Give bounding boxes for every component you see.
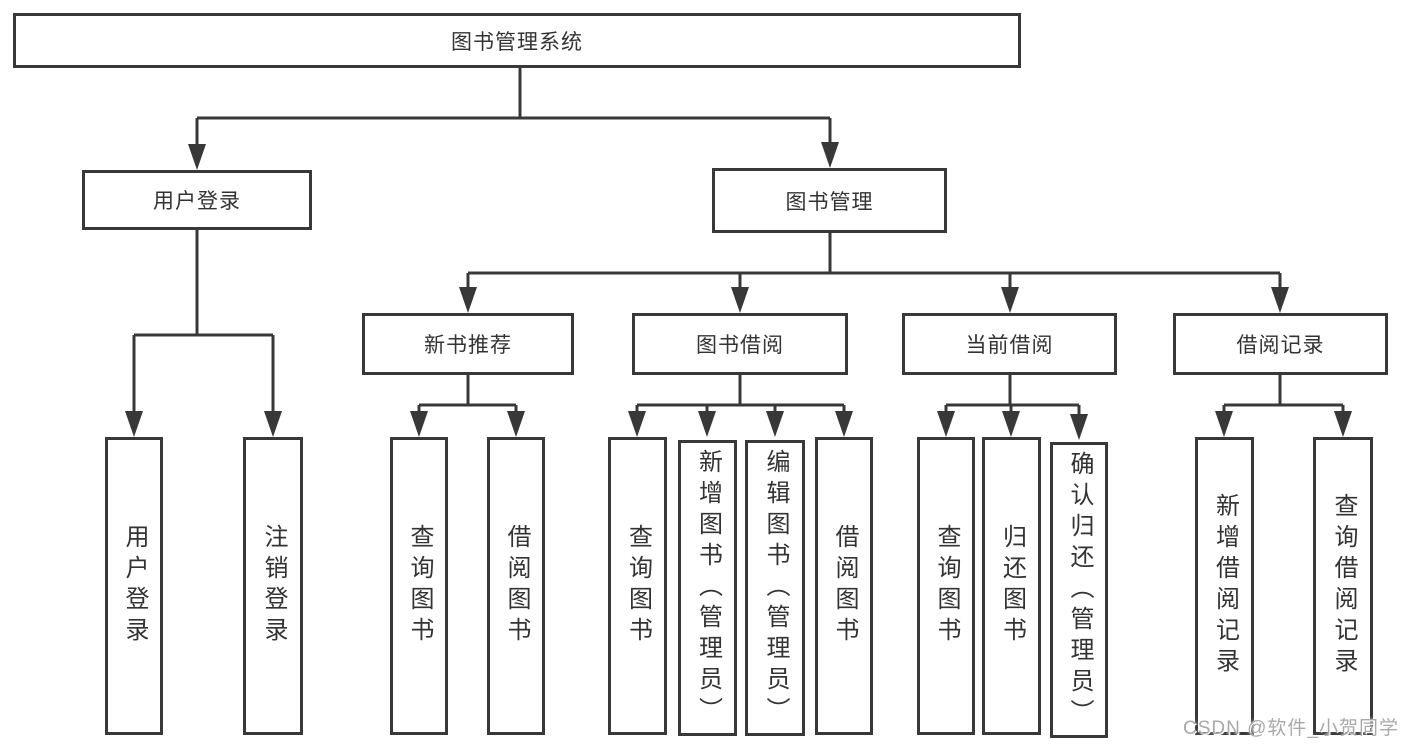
leaf-add-borrow-record: 新增借阅记录	[1195, 437, 1254, 735]
node-library-system-label: 图书管理系统	[451, 30, 583, 54]
leaf-add-book-admin-label: 新增图书（管理员）	[694, 448, 722, 728]
csdn-watermark: CSDN @软件_小贺同学	[1183, 718, 1399, 739]
leaf-add-book-admin: 新增图书（管理员）	[678, 440, 737, 736]
leaf-add-borrow-record-label: 新增借阅记录	[1211, 493, 1239, 679]
node-book-management-label: 图书管理	[785, 190, 874, 214]
node-new-book-recommend-label: 新书推荐	[424, 334, 512, 357]
leaf-borrow-books-recommend: 借阅图书	[487, 437, 545, 735]
leaf-query-books-recommend-label: 查询图书	[406, 524, 433, 648]
leaf-confirm-return-admin: 确认归还（管理员）	[1050, 442, 1108, 738]
connector-new-book-children	[410, 375, 525, 437]
connector-book-borrow-children	[628, 375, 853, 437]
leaf-borrow-books-label: 借阅图书	[831, 524, 858, 648]
connector-book-mgmt-children	[459, 233, 1289, 313]
node-user-login-label: 用户登录	[153, 190, 241, 213]
connector-current-borrow-children	[937, 375, 1088, 440]
leaf-user-login: 用户登录	[105, 437, 163, 735]
node-borrow-records-label: 借阅记录	[1236, 334, 1325, 357]
connector-root-to-level2	[188, 68, 839, 170]
node-current-borrow-label: 当前借阅	[965, 334, 1054, 357]
node-current-borrow: 当前借阅	[902, 313, 1117, 375]
leaf-query-books-current: 查询图书	[917, 437, 975, 735]
leaf-query-borrow-record: 查询借阅记录	[1313, 437, 1373, 735]
node-library-system: 图书管理系统	[13, 13, 1021, 68]
leaf-query-books-borrow-label: 查询图书	[624, 524, 652, 648]
node-borrow-records: 借阅记录	[1173, 313, 1388, 375]
connector-user-login-children	[125, 230, 282, 437]
leaf-query-books-recommend: 查询图书	[390, 437, 448, 735]
leaf-edit-book-admin: 编辑图书（管理员）	[745, 440, 805, 736]
leaf-return-book-label: 归还图书	[998, 524, 1026, 648]
leaf-query-books-current-label: 查询图书	[933, 524, 960, 648]
leaf-query-books-borrow: 查询图书	[608, 437, 667, 735]
leaf-borrow-books-recommend-label: 借阅图书	[503, 524, 530, 648]
leaf-logout: 注销登录	[243, 437, 303, 735]
leaf-edit-book-admin-label: 编辑图书（管理员）	[762, 448, 789, 728]
node-book-borrow: 图书借阅	[632, 313, 848, 375]
node-new-book-recommend: 新书推荐	[362, 313, 574, 375]
leaf-confirm-return-admin-label: 确认归还（管理员）	[1066, 450, 1093, 730]
leaf-user-login-label: 用户登录	[121, 524, 148, 648]
leaf-query-borrow-record-label: 查询借阅记录	[1330, 493, 1357, 679]
node-user-login: 用户登录	[82, 170, 312, 230]
node-book-management: 图书管理	[712, 168, 947, 233]
node-book-borrow-label: 图书借阅	[696, 334, 784, 357]
leaf-borrow-books: 借阅图书	[815, 437, 873, 735]
connector-borrow-records-children	[1215, 375, 1352, 437]
leaf-logout-label: 注销登录	[260, 524, 287, 648]
leaf-return-book: 归还图书	[982, 437, 1041, 735]
